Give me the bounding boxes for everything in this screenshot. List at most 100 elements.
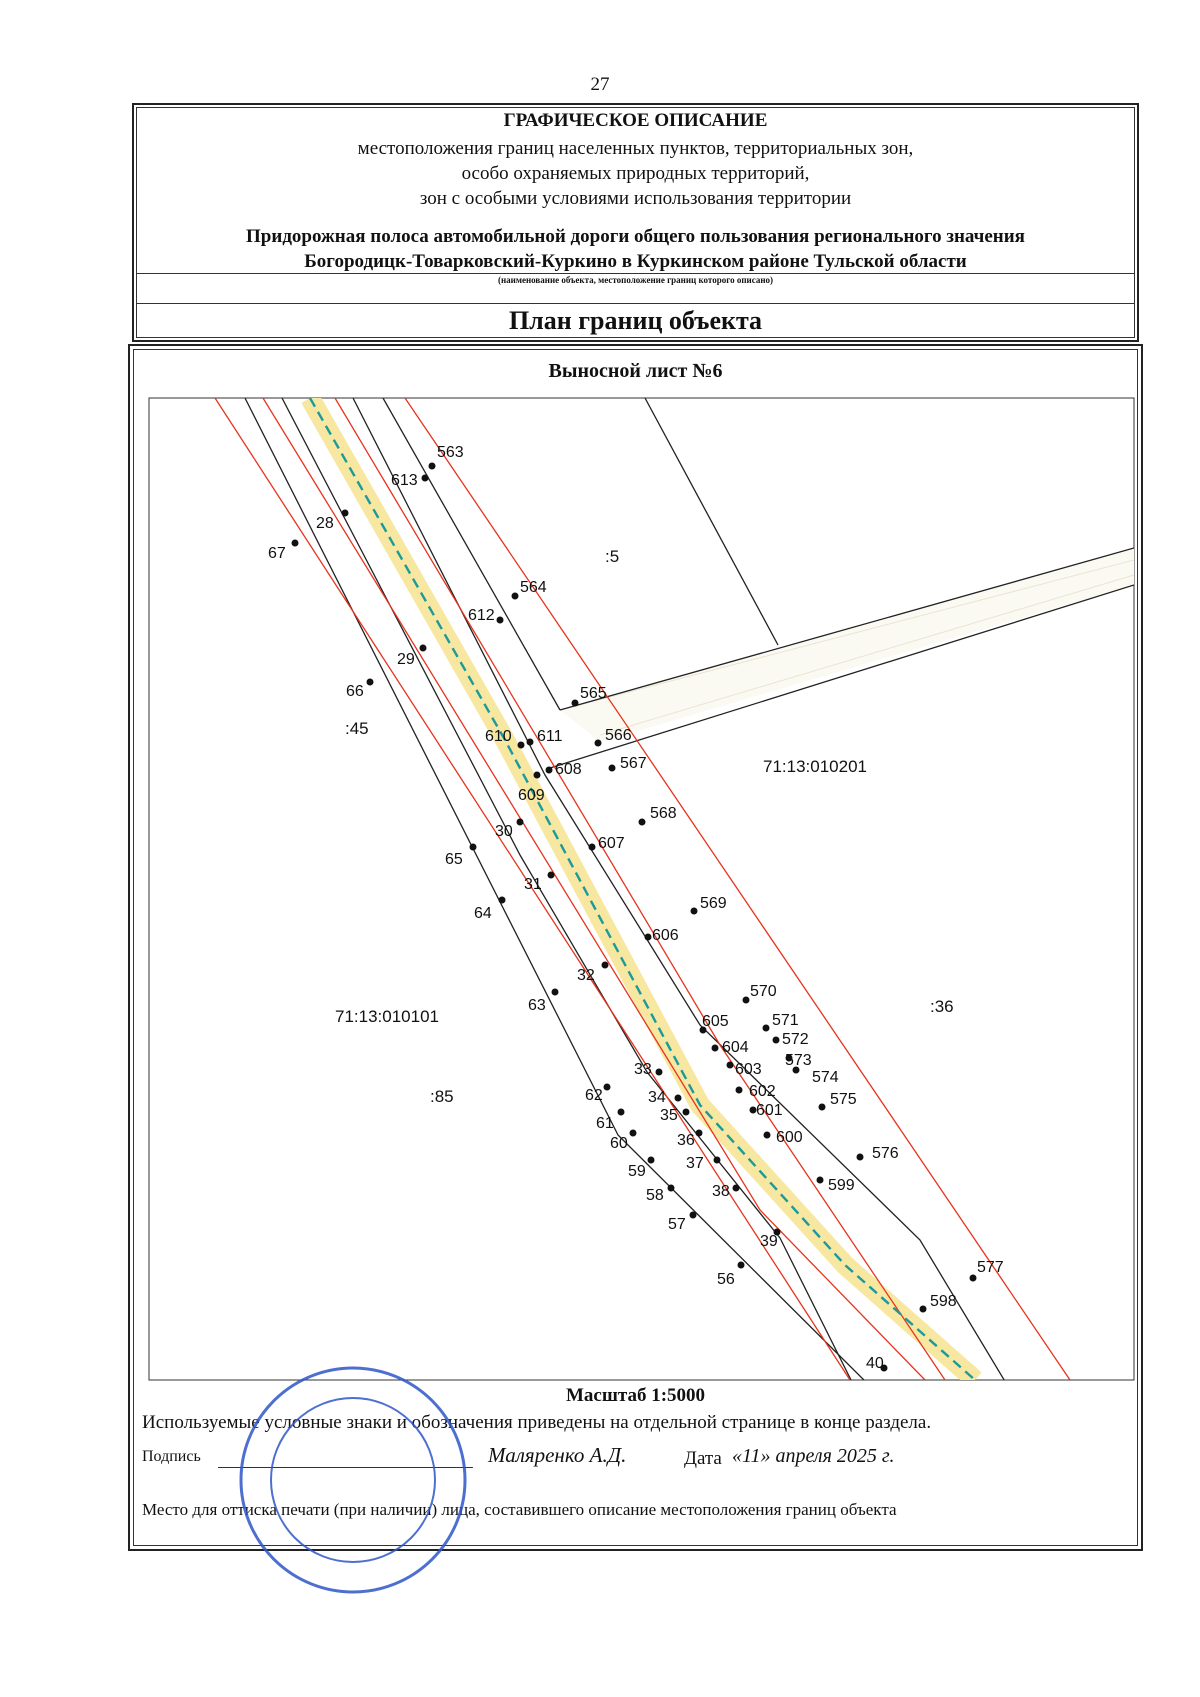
point-label: 606 bbox=[652, 927, 679, 944]
sheet-heading: Выносной лист №6 bbox=[548, 360, 723, 382]
point-marker bbox=[726, 1061, 734, 1069]
point-marker bbox=[516, 818, 524, 826]
point-marker bbox=[969, 1274, 977, 1282]
parcel-label-71-13-010201: 71:13:010201 bbox=[763, 757, 867, 776]
point-label: 613 bbox=[391, 472, 418, 489]
boundary-line-1 bbox=[214, 398, 851, 1380]
point-label: 607 bbox=[598, 835, 625, 852]
point-marker bbox=[588, 843, 596, 851]
point-marker bbox=[749, 1106, 757, 1114]
subtitle-line-2: особо охраняемых природных территорий, bbox=[461, 163, 810, 184]
seal-outer-ring bbox=[239, 1366, 467, 1594]
point-marker bbox=[545, 766, 553, 774]
point-marker bbox=[601, 961, 609, 969]
point-marker bbox=[785, 1054, 793, 1062]
point-label: 59 bbox=[628, 1163, 646, 1180]
boundary-line-4 bbox=[404, 398, 1071, 1380]
point-marker bbox=[763, 1131, 771, 1139]
point-label: 38 bbox=[712, 1183, 730, 1200]
date-label: Дата bbox=[684, 1448, 722, 1469]
side-road bbox=[560, 548, 1134, 742]
point-marker bbox=[517, 741, 525, 749]
point-marker bbox=[526, 738, 534, 746]
point-marker bbox=[547, 871, 555, 879]
point-label: 56 bbox=[717, 1271, 735, 1288]
point-marker bbox=[511, 592, 519, 600]
map-frame bbox=[148, 397, 1135, 1381]
point-marker bbox=[498, 896, 506, 904]
parcel-label-5: :5 bbox=[605, 547, 619, 566]
point-marker bbox=[735, 1086, 743, 1094]
parcel-line-a bbox=[244, 398, 865, 1380]
boundary-line-2 bbox=[262, 398, 926, 1380]
point-label: 29 bbox=[397, 651, 415, 668]
point-label: 30 bbox=[495, 823, 513, 840]
plan-heading: План границ объекта bbox=[508, 306, 763, 335]
point-marker bbox=[667, 1184, 675, 1192]
point-marker bbox=[695, 1129, 703, 1137]
object-name-underline bbox=[136, 273, 1135, 274]
document-title: ГРАФИЧЕСКОЕ ОПИСАНИЕ bbox=[503, 110, 768, 131]
point-marker bbox=[699, 1026, 707, 1034]
point-marker bbox=[366, 678, 374, 686]
point-label: 573 bbox=[785, 1052, 812, 1069]
parcel-line-e bbox=[559, 547, 1134, 711]
point-marker bbox=[689, 1211, 697, 1219]
point-marker bbox=[603, 1083, 611, 1091]
point-label: 60 bbox=[610, 1135, 628, 1152]
parcel-line-d bbox=[382, 398, 561, 711]
point-marker bbox=[428, 462, 436, 470]
point-label: 576 bbox=[872, 1145, 899, 1162]
point-label: 39 bbox=[760, 1233, 778, 1250]
point-marker bbox=[792, 1066, 800, 1074]
point-label: 565 bbox=[580, 685, 607, 702]
point-marker bbox=[419, 644, 427, 652]
road-axis bbox=[308, 398, 976, 1380]
point-marker bbox=[742, 996, 750, 1004]
point-marker bbox=[732, 1184, 740, 1192]
point-marker bbox=[772, 1036, 780, 1044]
signature-line bbox=[218, 1467, 473, 1468]
signature-label: Подпись bbox=[142, 1448, 201, 1465]
subtitle-line-1: местоположения границ населенных пунктов… bbox=[357, 138, 914, 159]
point-label: 608 bbox=[555, 761, 582, 778]
parcel-label-85: :85 bbox=[430, 1087, 454, 1106]
boundary-line-3 bbox=[334, 398, 946, 1380]
subtitle-line-3: зон с особыми условиями использования те… bbox=[419, 188, 852, 209]
point-label: 65 bbox=[445, 851, 463, 868]
point-label: 612 bbox=[468, 607, 495, 624]
point-marker bbox=[690, 907, 698, 915]
point-label: 34 bbox=[648, 1089, 666, 1106]
signer-name: Маляренко А.Д. bbox=[488, 1443, 627, 1467]
point-label: 57 bbox=[668, 1216, 686, 1233]
point-label: 564 bbox=[520, 579, 547, 596]
parcel-label-71-13-010101: 71:13:010101 bbox=[335, 1007, 439, 1026]
header-inner-frame bbox=[136, 107, 1135, 338]
point-marker bbox=[629, 1129, 637, 1137]
parcel-line-f bbox=[549, 584, 1134, 769]
point-marker bbox=[647, 1156, 655, 1164]
point-marker bbox=[496, 616, 504, 624]
point-label: 62 bbox=[585, 1087, 603, 1104]
point-label: 33 bbox=[634, 1061, 652, 1078]
point-marker bbox=[773, 1228, 781, 1236]
point-marker bbox=[762, 1024, 770, 1032]
point-marker bbox=[816, 1176, 824, 1184]
seal-inner-ring bbox=[270, 1397, 436, 1563]
road-band bbox=[301, 398, 982, 1380]
point-marker bbox=[617, 1108, 625, 1116]
plan-inner-frame bbox=[133, 349, 1138, 1546]
point-label: 602 bbox=[749, 1083, 776, 1100]
point-label: 36 bbox=[677, 1132, 695, 1149]
point-label: 571 bbox=[772, 1012, 799, 1029]
point-label: 611 bbox=[537, 728, 563, 745]
parcel-label-36: :36 bbox=[930, 997, 954, 1016]
point-marker bbox=[469, 843, 477, 851]
point-label: 568 bbox=[650, 805, 677, 822]
point-label: 609 bbox=[518, 787, 545, 804]
round-seal bbox=[239, 1366, 467, 1594]
object-name-line-2: Богородицк-Товарковский-Куркино в Куркин… bbox=[304, 251, 967, 272]
caption-divider bbox=[136, 303, 1135, 304]
point-marker bbox=[682, 1108, 690, 1116]
